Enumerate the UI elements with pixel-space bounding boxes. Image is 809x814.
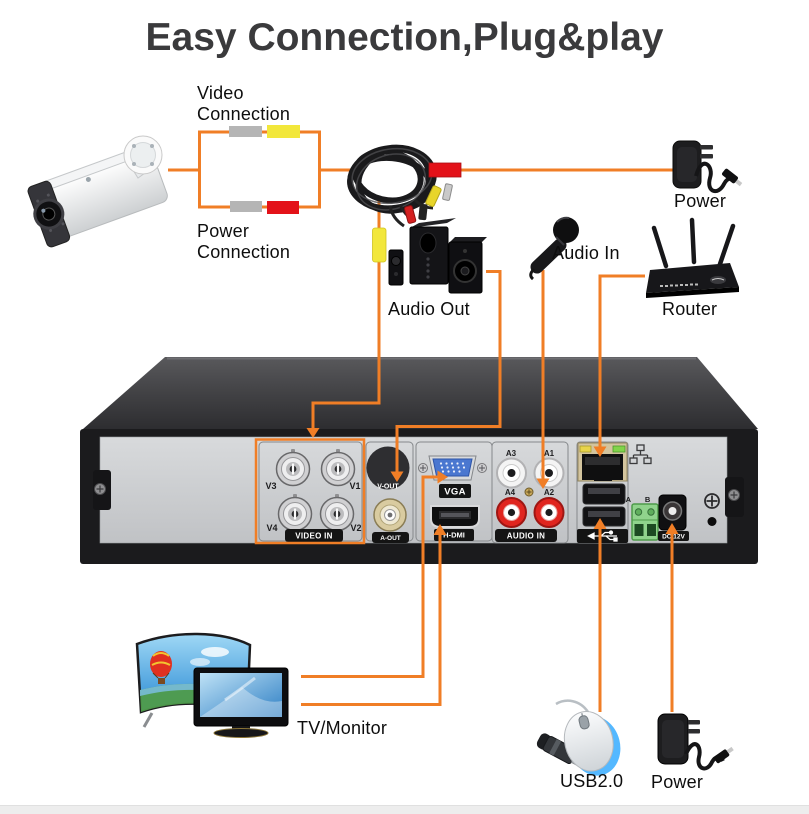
router-label: Router bbox=[662, 299, 718, 319]
bnc-connectors bbox=[275, 449, 356, 532]
line-speaker-to-aout bbox=[395, 270, 502, 473]
a-out-label: A-OUT bbox=[380, 535, 401, 542]
page-title: Easy Connection,Plug&play bbox=[145, 16, 664, 59]
speakers-image bbox=[388, 218, 487, 294]
video-in-band-label: VIDEO IN bbox=[295, 532, 333, 541]
microphone-image bbox=[529, 216, 579, 281]
router-image bbox=[646, 217, 739, 298]
audio-channel-label: A4 bbox=[505, 488, 516, 497]
dvr-power-block: A B DC 12V bbox=[626, 493, 720, 541]
power-adapter-top-image bbox=[672, 140, 743, 194]
usb-icon bbox=[587, 530, 618, 542]
audio-in-label: Audio In bbox=[552, 243, 620, 263]
cable-connectors bbox=[229, 125, 300, 214]
ground-icon bbox=[704, 493, 720, 509]
video-in-highlight-box bbox=[254, 438, 366, 545]
footer-bar bbox=[0, 805, 809, 814]
inline-connector-yellow bbox=[372, 227, 387, 263]
power-connector-red bbox=[267, 201, 299, 214]
video-channel-label: V4 bbox=[266, 523, 277, 533]
audio-out-label: Audio Out bbox=[388, 299, 470, 319]
tv-monitor-label: TV/Monitor bbox=[297, 718, 388, 738]
cable-rca-black bbox=[418, 203, 428, 221]
power-top-label: Power bbox=[674, 191, 727, 211]
video-channel-label: V2 bbox=[350, 523, 361, 533]
hdmi-label: H-DMI bbox=[443, 531, 465, 540]
video-channel-label: V1 bbox=[349, 481, 360, 491]
v-out-label: V-OUT bbox=[377, 484, 399, 491]
power-adapter-bottom-image bbox=[657, 713, 734, 771]
cable-bnc-silver bbox=[442, 183, 453, 201]
dc-label: DC 12V bbox=[662, 534, 685, 541]
dvr-vout-aout-block: V-OUT A-OUT bbox=[365, 441, 414, 543]
video-connector-yellow bbox=[267, 125, 300, 138]
ethernet-icon bbox=[629, 444, 652, 465]
a-out-port bbox=[373, 498, 407, 532]
video-channel-label: V3 bbox=[265, 481, 276, 491]
line-hdmi-to-monitor bbox=[301, 533, 442, 706]
dc-jack bbox=[658, 494, 687, 531]
audio-channel-label: A1 bbox=[544, 449, 555, 458]
audio-channel-label: A2 bbox=[544, 488, 555, 497]
ethernet-port bbox=[577, 442, 628, 482]
video-connection-label: Video Connection bbox=[197, 83, 291, 124]
line-router-to-ethernet bbox=[598, 274, 645, 448]
arrowheads bbox=[306, 428, 679, 535]
power-connection-label: Power Connection bbox=[197, 221, 291, 262]
hot-air-balloon bbox=[150, 651, 172, 684]
connection-lines bbox=[168, 125, 679, 712]
terminal-ab-label: A B bbox=[626, 495, 657, 504]
usb-mouse-image bbox=[555, 699, 621, 776]
terminal-block bbox=[631, 503, 659, 541]
inline-connector-red bbox=[428, 162, 462, 178]
dvr-video-in-block: V3 V1 V4 V2 VIDEO IN bbox=[254, 438, 366, 545]
line-cable-to-video-in bbox=[311, 198, 381, 429]
power-bottom-label: Power bbox=[651, 772, 704, 792]
vga-label: VGA bbox=[444, 487, 466, 498]
hdmi-port bbox=[430, 505, 480, 528]
power-connector-gray bbox=[230, 201, 262, 212]
security-camera-image bbox=[27, 135, 168, 248]
dvr-image: V3 V1 V4 V2 VIDEO IN V-OUT bbox=[80, 357, 758, 564]
dvr-network-usb-block bbox=[576, 441, 652, 544]
reset-hole bbox=[707, 517, 717, 526]
audio-in-band-label: AUDIO IN bbox=[507, 532, 545, 541]
line-vga-to-monitor bbox=[301, 475, 444, 678]
monitor-image bbox=[193, 667, 289, 738]
cable-bnc-yellow bbox=[425, 185, 442, 208]
usb-label: USB2.0 bbox=[560, 771, 624, 791]
usb-ports bbox=[582, 483, 626, 527]
bnc-cable-image bbox=[347, 144, 453, 228]
audio-channel-label: A3 bbox=[506, 449, 517, 458]
video-connector-gray bbox=[229, 126, 262, 137]
cable-rca-red bbox=[404, 205, 417, 224]
